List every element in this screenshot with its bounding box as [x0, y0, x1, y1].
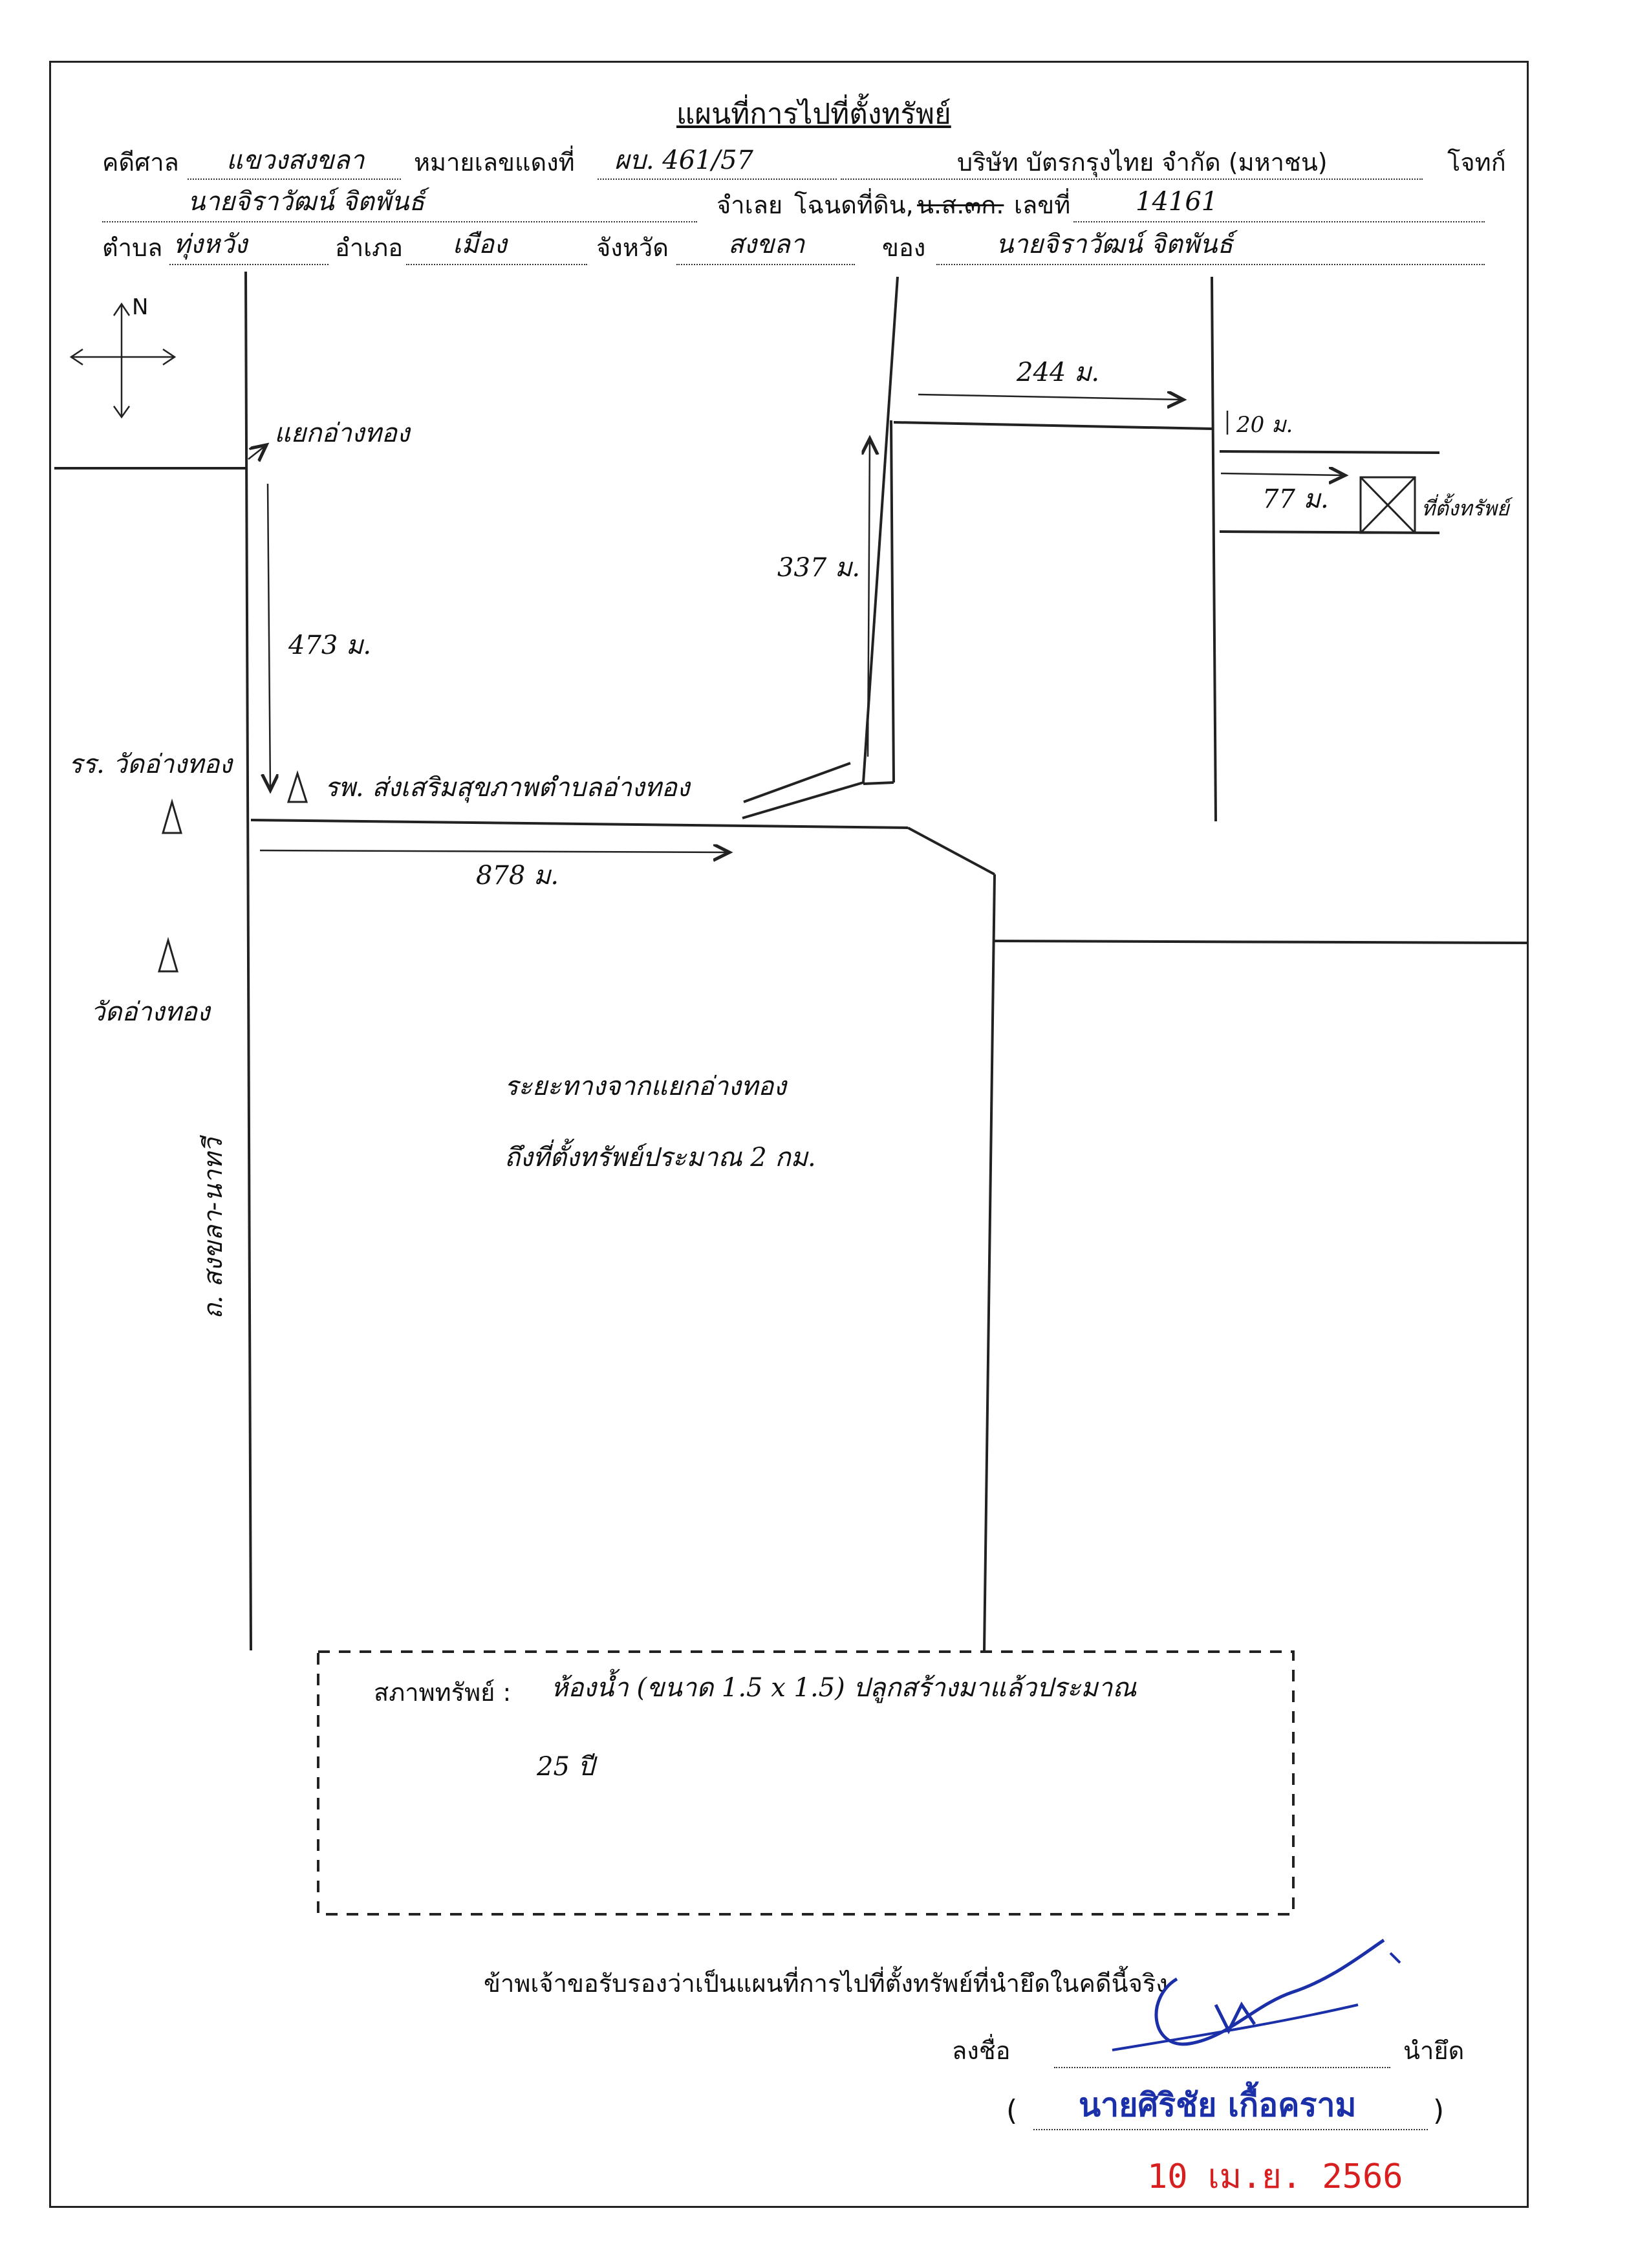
compass-north-label: N — [132, 294, 149, 320]
road-north — [862, 276, 899, 783]
subdistrict-value: ทุ่งหวัง — [173, 230, 248, 259]
province-value: สงขลา — [728, 230, 805, 259]
condition-line1: ห้องน้ำ (ขนาด 1.5 x 1.5) ปลูกสร้างมาแล้ว… — [551, 1673, 1137, 1703]
road-south — [983, 874, 996, 1651]
plaintiff-value: บริษัท บัตรกรุงไทย จำกัด (มหาชน) — [957, 148, 1328, 177]
signature-mark — [1112, 1938, 1401, 2051]
road-east-vertical — [1211, 276, 1217, 822]
arrow-east-878 — [259, 850, 729, 852]
deed-no-value: 14161 — [1136, 187, 1218, 217]
distance-878: 878 ม. — [476, 861, 559, 891]
school-label: รร. วัดอ่างทอง — [69, 750, 232, 779]
road-north-top — [893, 421, 1212, 430]
condition-line2: 25 ปี — [537, 1752, 595, 1782]
district-line — [406, 264, 587, 265]
plaintiff-line — [841, 178, 1423, 180]
road-east-branch — [742, 781, 864, 819]
road-east-lower — [994, 940, 1528, 944]
road-east-branch-edge — [743, 762, 851, 803]
case-no-value: ผบ. 461/57 — [614, 146, 753, 175]
owner-label: ของ — [882, 233, 926, 262]
road-name-label: ถ. สงขลา-นาทวี — [199, 1138, 228, 1320]
school-triangle-icon — [162, 798, 182, 834]
signature-line — [1054, 2067, 1390, 2068]
condition-box — [317, 1650, 1295, 1916]
condition-label: สภาพทรัพย์ : — [374, 1678, 512, 1707]
deed-struck: น.ส.๓ก. — [917, 191, 1004, 219]
deed-no-line — [1073, 221, 1485, 222]
role-label: นำยึด — [1403, 2036, 1465, 2065]
distance-244: 244 ม. — [1017, 358, 1100, 387]
district-value: เมือง — [453, 230, 507, 259]
compass-icon — [69, 302, 177, 419]
court-line — [188, 178, 401, 180]
certification-statement: ข้าพเจ้าขอรับรองว่าเป็นแผนที่การไปที่ตั้… — [484, 1969, 1168, 1998]
temple-triangle-icon — [158, 936, 178, 973]
subdistrict-line — [169, 264, 329, 265]
date-stamp: 10 เม.ย. 2566 — [1147, 2157, 1403, 2196]
distance-337: 337 ม. — [777, 553, 861, 583]
name-line — [1033, 2129, 1428, 2130]
defendant-label: จำเลย — [717, 191, 783, 219]
property-marker-icon — [1359, 476, 1416, 534]
map-title: แผนที่การไปที่ตั้งทรัพย์ — [676, 98, 951, 131]
temple-label: วัดอ่างทอง — [91, 997, 210, 1027]
arrow-junction — [248, 445, 266, 459]
arrow-north-337 — [868, 438, 870, 757]
subdistrict-label: ตำบล — [102, 233, 163, 262]
case-no-label: หมายเลขแดงที่ — [414, 148, 575, 177]
deed-label: โฉนดที่ดิน, — [794, 191, 914, 219]
distance-note-line2: ถึงที่ตั้งทรัพย์ประมาณ 2 กม. — [504, 1143, 816, 1172]
province-label: จังหวัด — [596, 233, 669, 262]
arrow-east-244 — [918, 394, 1183, 400]
health-center-triangle-icon — [286, 770, 308, 803]
plaintiff-label: โจทก์ — [1447, 148, 1506, 177]
deed-no-label: เลขที่ — [1014, 191, 1071, 219]
distance-77: 77 ม. — [1262, 484, 1329, 514]
name-open-paren: ( — [1006, 2094, 1018, 2127]
distance-20: 20 ม. — [1236, 412, 1293, 438]
defendant-value: นายจิราวัฒน์ จิตพันธ์ — [188, 187, 425, 217]
sign-label: ลงชื่อ — [952, 2036, 1011, 2065]
health-center-label: รพ. ส่งเสริมสุขภาพตำบลอ่างทอง — [325, 773, 690, 803]
property-label: ที่ตั้งทรัพย์ — [1421, 496, 1509, 521]
owner-value: นายจิราวัฒน์ จิตพันธ์ — [996, 230, 1233, 259]
district-label: อำเภอ — [335, 233, 404, 262]
province-line — [676, 264, 855, 265]
court-value: แขวงสงขลา — [226, 146, 365, 175]
document-frame — [49, 61, 1529, 2208]
road-north-south — [244, 271, 252, 1651]
printed-name-stamp: นายศิริชัย เกื้อคราม — [1079, 2086, 1357, 2124]
arrow-east-77 — [1220, 473, 1345, 475]
distance-473: 473 ม. — [288, 631, 372, 660]
lane-top — [1219, 450, 1440, 454]
defendant-line — [102, 221, 697, 222]
case-no-line — [598, 178, 837, 180]
arrow-south-473 — [268, 483, 270, 790]
distance-note-line1: ระยะทางจากแยกอ่างทอง — [504, 1072, 786, 1101]
road-east — [250, 819, 909, 829]
name-close-paren: ) — [1433, 2094, 1445, 2127]
owner-line — [936, 264, 1485, 265]
junction-label: แยกอ่างทอง — [274, 418, 410, 448]
court-label: คดีศาล — [102, 148, 179, 177]
